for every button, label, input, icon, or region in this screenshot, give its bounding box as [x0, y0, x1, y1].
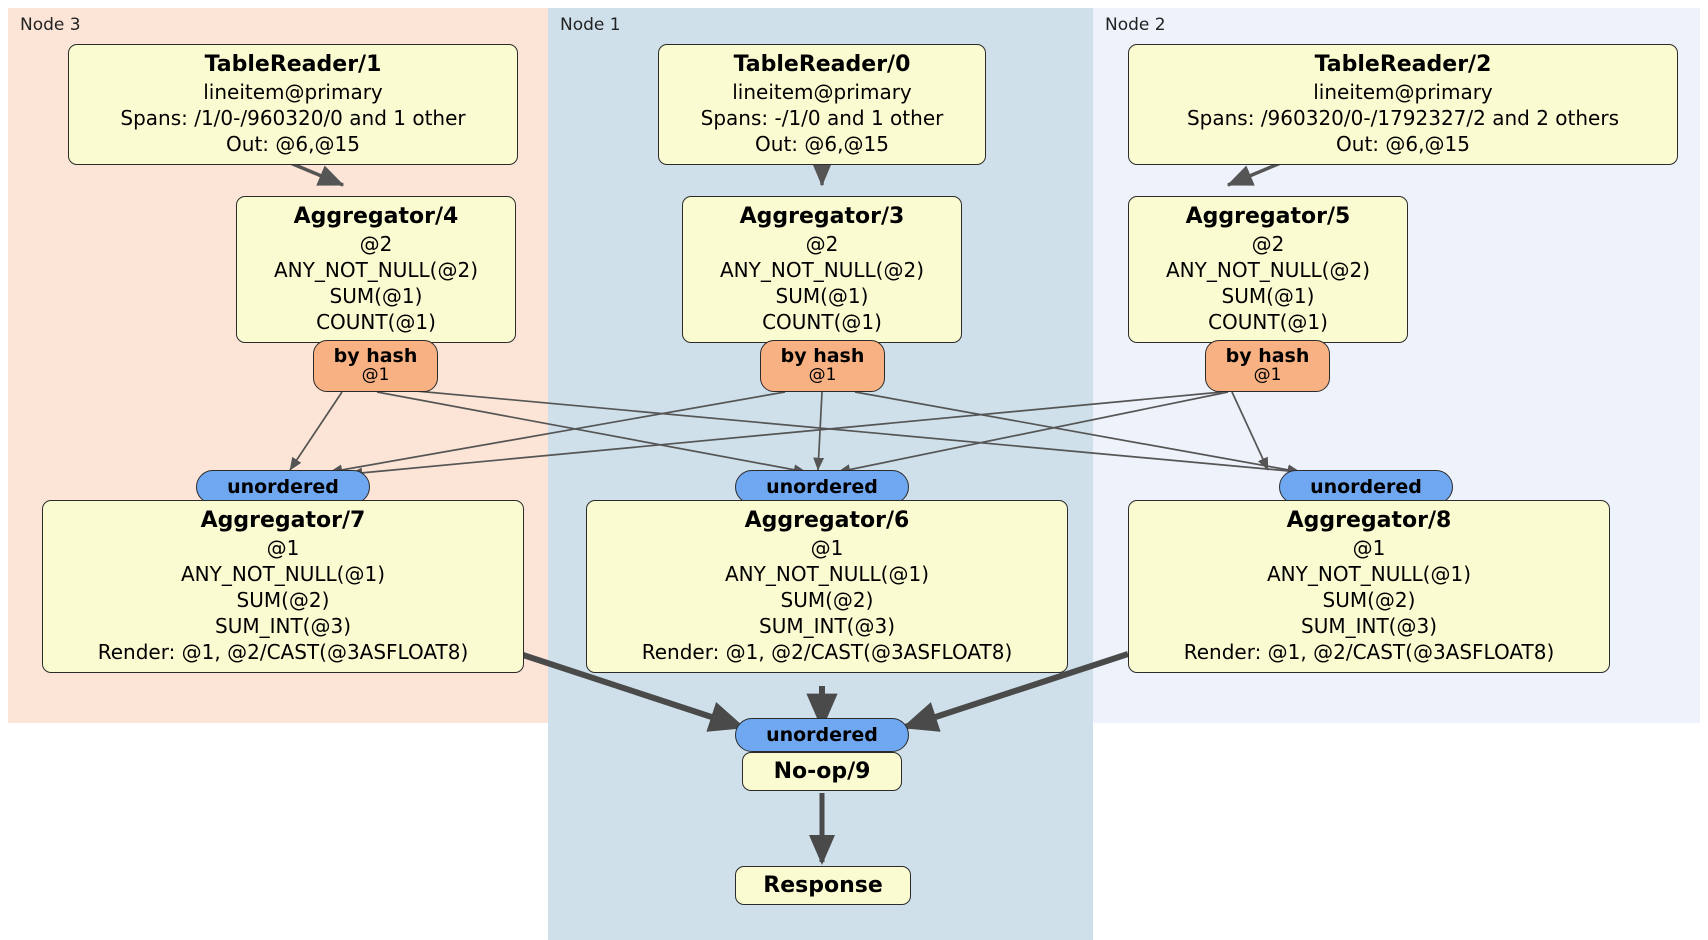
aggregator-7-title: Aggregator/7 — [200, 508, 366, 533]
by-hash-left-label: by hash — [333, 345, 418, 368]
tablereader-2-spans: Spans: /960320/0-/1792327/2 and 2 others — [1186, 106, 1619, 131]
aggregator-3-func-1: ANY_NOT_NULL(@2) — [720, 258, 924, 283]
no-op-9-title: No-op/9 — [773, 759, 871, 784]
tablereader-2-title: TableReader/2 — [1314, 52, 1492, 77]
unordered-right-label: unordered — [1310, 475, 1422, 498]
aggregator-5-func-1: ANY_NOT_NULL(@2) — [1166, 258, 1370, 283]
panel-node-2-label: Node 2 — [1105, 15, 1166, 35]
tablereader-1-out: Out: @6,@15 — [226, 132, 360, 157]
aggregator-5-func-3: COUNT(@1) — [1208, 310, 1328, 335]
aggregator-8-func-1: ANY_NOT_NULL(@1) — [1267, 562, 1471, 587]
unordered-left-label: unordered — [227, 475, 339, 498]
node-aggregator-8[interactable]: Aggregator/8 @1 ANY_NOT_NULL(@1) SUM(@2)… — [1128, 500, 1610, 674]
aggregator-5-title: Aggregator/5 — [1185, 204, 1351, 229]
by-hash-right-column: @1 — [1253, 365, 1282, 386]
by-hash-right-label: by hash — [1225, 345, 1310, 368]
panel-node-3-label: Node 3 — [20, 15, 81, 35]
aggregator-8-func-3: SUM_INT(@3) — [1301, 614, 1437, 639]
aggregator-4-group: @2 — [359, 232, 393, 257]
aggregator-8-func-2: SUM(@2) — [1322, 588, 1416, 613]
aggregator-5-group: @2 — [1251, 232, 1285, 257]
badge-unordered-right[interactable]: unordered — [1279, 470, 1453, 504]
aggregator-6-group: @1 — [810, 536, 844, 561]
node-aggregator-7[interactable]: Aggregator/7 @1 ANY_NOT_NULL(@1) SUM(@2)… — [42, 500, 524, 674]
aggregator-3-title: Aggregator/3 — [739, 204, 905, 229]
tablereader-0-table: lineitem@primary — [732, 80, 912, 105]
node-aggregator-4[interactable]: Aggregator/4 @2 ANY_NOT_NULL(@2) SUM(@1)… — [236, 196, 516, 344]
node-no-op-9[interactable]: No-op/9 — [742, 752, 902, 791]
aggregator-5-func-2: SUM(@1) — [1221, 284, 1315, 309]
aggregator-3-func-2: SUM(@1) — [775, 284, 869, 309]
tablereader-2-out: Out: @6,@15 — [1336, 132, 1470, 157]
node-response[interactable]: Response — [735, 866, 911, 905]
badge-unordered-center[interactable]: unordered — [735, 470, 909, 504]
unordered-final-label: unordered — [766, 723, 878, 746]
aggregator-6-func-3: SUM_INT(@3) — [759, 614, 895, 639]
badge-by-hash-right[interactable]: by hash @1 — [1205, 340, 1330, 392]
badge-by-hash-center[interactable]: by hash @1 — [760, 340, 885, 392]
tablereader-0-title: TableReader/0 — [733, 52, 911, 77]
aggregator-4-func-1: ANY_NOT_NULL(@2) — [274, 258, 478, 283]
aggregator-7-render: Render: @1, @2/CAST(@3ASFLOAT8) — [97, 640, 469, 665]
by-hash-center-column: @1 — [808, 365, 837, 386]
node-tablereader-1[interactable]: TableReader/1 lineitem@primary Spans: /1… — [68, 44, 518, 166]
aggregator-8-render: Render: @1, @2/CAST(@3ASFLOAT8) — [1183, 640, 1555, 665]
aggregator-6-func-1: ANY_NOT_NULL(@1) — [725, 562, 929, 587]
aggregator-4-func-3: COUNT(@1) — [316, 310, 436, 335]
aggregator-7-func-3: SUM_INT(@3) — [215, 614, 351, 639]
tablereader-0-spans: Spans: -/1/0 and 1 other — [700, 106, 944, 131]
aggregator-4-title: Aggregator/4 — [293, 204, 459, 229]
node-aggregator-5[interactable]: Aggregator/5 @2 ANY_NOT_NULL(@2) SUM(@1)… — [1128, 196, 1408, 344]
node-aggregator-3[interactable]: Aggregator/3 @2 ANY_NOT_NULL(@2) SUM(@1)… — [682, 196, 962, 344]
aggregator-3-group: @2 — [805, 232, 839, 257]
badge-unordered-left[interactable]: unordered — [196, 470, 370, 504]
node-tablereader-0[interactable]: TableReader/0 lineitem@primary Spans: -/… — [658, 44, 986, 166]
node-aggregator-6[interactable]: Aggregator/6 @1 ANY_NOT_NULL(@1) SUM(@2)… — [586, 500, 1068, 674]
aggregator-6-func-2: SUM(@2) — [780, 588, 874, 613]
aggregator-7-func-1: ANY_NOT_NULL(@1) — [181, 562, 385, 587]
response-title: Response — [763, 873, 883, 898]
tablereader-0-out: Out: @6,@15 — [755, 132, 889, 157]
aggregator-8-group: @1 — [1352, 536, 1386, 561]
tablereader-2-table: lineitem@primary — [1313, 80, 1493, 105]
aggregator-8-title: Aggregator/8 — [1286, 508, 1452, 533]
tablereader-1-title: TableReader/1 — [204, 52, 382, 77]
badge-unordered-final[interactable]: unordered — [735, 718, 909, 752]
badge-by-hash-left[interactable]: by hash @1 — [313, 340, 438, 392]
panel-node-1-label: Node 1 — [560, 15, 621, 35]
aggregator-6-title: Aggregator/6 — [744, 508, 910, 533]
by-hash-left-column: @1 — [361, 365, 390, 386]
tablereader-1-spans: Spans: /1/0-/960320/0 and 1 other — [120, 106, 466, 131]
by-hash-center-label: by hash — [780, 345, 865, 368]
aggregator-4-func-2: SUM(@1) — [329, 284, 423, 309]
unordered-center-label: unordered — [766, 475, 878, 498]
node-tablereader-2[interactable]: TableReader/2 lineitem@primary Spans: /9… — [1128, 44, 1678, 166]
tablereader-1-table: lineitem@primary — [203, 80, 383, 105]
aggregator-7-func-2: SUM(@2) — [236, 588, 330, 613]
aggregator-3-func-3: COUNT(@1) — [762, 310, 882, 335]
aggregator-6-render: Render: @1, @2/CAST(@3ASFLOAT8) — [641, 640, 1013, 665]
aggregator-7-group: @1 — [266, 536, 300, 561]
